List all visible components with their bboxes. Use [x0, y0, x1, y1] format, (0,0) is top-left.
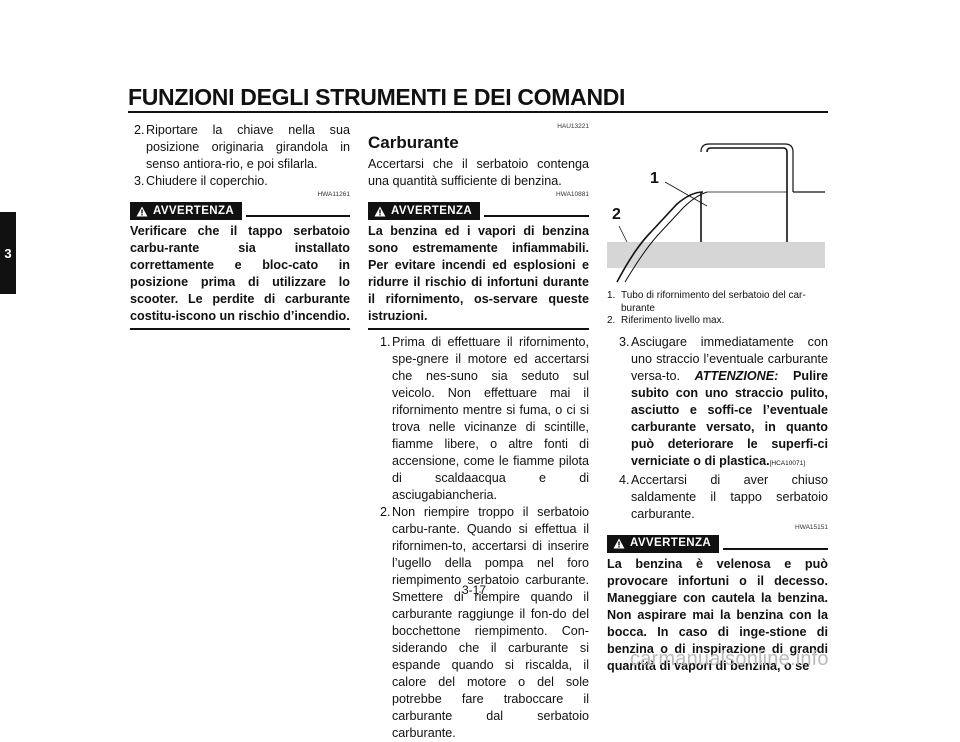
fuel-tank-illustration — [607, 143, 825, 283]
page-header-title: FUNZIONI DEGLI STRUMENTI E DEI COMANDI — [128, 84, 626, 110]
warning-code: HWA10881 — [556, 191, 589, 198]
chapter-number: 3 — [4, 245, 12, 261]
warning-end-rule — [368, 328, 589, 330]
section-intro: Accertarsi che il serbatoio contenga una… — [368, 157, 589, 188]
warning-header: AVVERTENZA — [607, 534, 828, 554]
warning-label: AVVERTENZA — [153, 204, 235, 217]
warning-label-box: AVVERTENZA — [368, 202, 481, 220]
item-number: 3. — [134, 174, 145, 188]
warning-end-rule — [130, 328, 350, 330]
warning-label: AVVERTENZA — [630, 537, 712, 549]
item-number: 2. — [134, 123, 145, 137]
caption-text: Riferimento livello max. — [621, 315, 725, 326]
warning-label-box: AVVERTENZA — [607, 534, 720, 553]
caption-text: Tubo di rifornimento del serbatoio del c… — [621, 290, 806, 314]
warning-text: Verificare che il tappo serbatoio carbu-… — [130, 224, 350, 323]
chapter-side-tab: 3 — [0, 212, 16, 294]
list-item: 3. Chiudere il coperchio. — [130, 173, 350, 190]
attention-text: Pulire subito con uno straccio pulito, a… — [631, 368, 828, 468]
list-item: 4. Accertarsi di aver chiuso saldamente … — [615, 472, 828, 523]
warning-header-rule — [246, 205, 350, 217]
warning-code: HWA11261 — [317, 191, 350, 198]
warning-text: La benzina ed i vapori di benzina sono e… — [368, 224, 589, 323]
warning-label: AVVERTENZA — [391, 204, 473, 217]
figure-caption: 1. Tubo di rifornimento del serbatoio de… — [607, 290, 828, 315]
column-middle: HAU13221 Carburante Accertarsi che il se… — [368, 122, 589, 742]
section-title: Carburante — [368, 133, 459, 152]
list-item: 2. Riportare la chiave nella sua posizio… — [130, 122, 350, 173]
warning-header: AVVERTENZA — [130, 201, 350, 221]
warning-text: La benzina è velenosa e può provocare in… — [607, 556, 828, 673]
warning-triangle-icon — [374, 206, 386, 217]
item-text: Asciugare immediatamente con uno stracci… — [631, 334, 828, 383]
item-text: Prima di effettuare il rifornimento, spe… — [392, 335, 589, 502]
figure-caption: 2. Riferimento livello max. — [607, 315, 828, 328]
warning-triangle-icon — [136, 206, 148, 217]
warning-header-rule — [484, 205, 589, 217]
item-text: Riportare la chiave nella sua posizione … — [146, 123, 350, 171]
watermark: carmanualsonline.info — [630, 648, 829, 670]
fuel-tank-figure: 1 2 — [607, 122, 828, 284]
warning-label-box: AVVERTENZA — [130, 202, 243, 220]
page-number: 3-17 — [462, 583, 487, 597]
item-text: Chiudere il coperchio. — [146, 174, 268, 188]
item-number: 3. — [619, 334, 630, 349]
caption-number: 1. — [607, 290, 616, 301]
section-code: HAU13221 — [557, 123, 589, 130]
warning-triangle-icon — [613, 538, 625, 549]
item-text: Accertarsi di aver chiuso saldamente il … — [631, 472, 828, 521]
column-right: 1 2 1. Tubo di rifornimento del serbatoi… — [607, 122, 828, 675]
attention-label: ATTENZIONE: — [694, 368, 779, 383]
warning-header: AVVERTENZA — [368, 201, 589, 221]
warning-code: HWA15151 — [795, 523, 828, 531]
item-number: 4. — [619, 472, 630, 487]
list-item: 3. Asciugare immediatamente con uno stra… — [615, 334, 828, 472]
figure-label-1: 1 — [650, 170, 659, 187]
item-number: 1. — [380, 335, 391, 349]
figure-label-2: 2 — [612, 206, 621, 223]
caption-number: 2. — [607, 315, 616, 326]
column-left: 2. Riportare la chiave nella sua posizio… — [130, 122, 350, 330]
list-item: 2. Non riempire troppo il serbatoio carb… — [376, 504, 589, 742]
list-item: 1. Prima di effettuare il rifornimento, … — [376, 334, 589, 504]
attention-code: [HCA10071] — [769, 459, 806, 467]
item-text: Non riempire troppo il serbatoio carbu-r… — [392, 505, 589, 740]
warning-header-rule — [723, 538, 828, 550]
item-number: 2. — [380, 505, 391, 519]
header-rule — [128, 111, 828, 113]
